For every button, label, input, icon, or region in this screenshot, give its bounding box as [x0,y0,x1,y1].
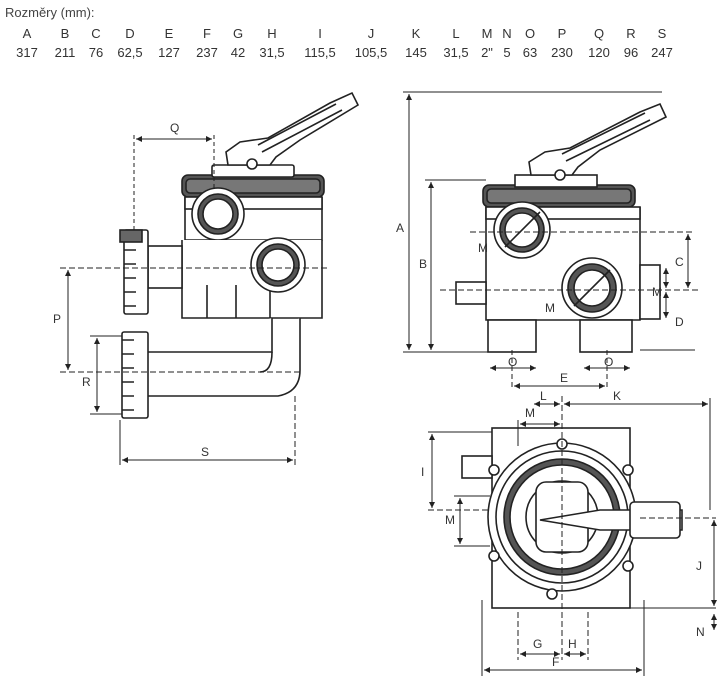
dimension-value: 2" [481,45,493,60]
dimension-letter: Q [593,26,605,41]
dimension-value: 31,5 [443,45,469,60]
dimensions-title: Rozměry (mm): [5,5,95,20]
side-view-dimension-lines [60,135,330,465]
front-view-dimension-lines [403,91,700,390]
label-J: J [696,559,702,573]
side-view-valve [119,91,360,419]
label-M: M [545,301,555,315]
dimension-letter: B [60,26,70,41]
dimension-letter: F [203,26,211,41]
dimension-value: 230 [551,45,573,60]
dimension-letter: C [91,26,101,41]
label-H: H [568,637,577,651]
label-E: E [560,371,568,385]
dimension-values-row: 317 211 76 62,5 127 237 42 31,5 115,5 10… [0,45,680,64]
dimension-value: 115,5 [304,45,336,60]
dimension-letter: H [267,26,277,41]
label-F: F [552,655,559,669]
front-view-valve [455,102,668,353]
label-Q: Q [170,121,179,135]
dimension-letter: I [318,26,322,41]
dimension-value: 237 [196,45,218,60]
dimension-value: 211 [54,45,76,60]
dimension-letter: R [626,26,636,41]
label-K: K [613,389,621,403]
dimension-value: 317 [16,45,38,60]
top-view-dimension-lines [428,396,717,676]
dimension-letter: E [164,26,174,41]
dimension-value: 96 [623,45,639,60]
label-M: M [652,285,662,299]
dimension-value: 42 [230,45,246,60]
label-L: L [540,389,547,403]
label-D: D [675,315,684,329]
dimension-letter: L [452,26,460,41]
label-O: O [604,355,613,369]
dimension-letter: S [657,26,667,41]
dimension-letter: M [481,26,493,41]
dimension-value: 62,5 [117,45,143,60]
dimension-value: 120 [588,45,610,60]
dimension-letter: N [502,26,512,41]
label-G: G [533,637,542,651]
label-M: M [478,241,488,255]
label-P: P [53,312,61,326]
dimension-letter: P [557,26,567,41]
label-A: A [396,221,404,235]
dimension-value: 63 [522,45,538,60]
label-B: B [419,257,427,271]
dimension-value: 5 [503,45,511,60]
dimension-letter: D [125,26,135,41]
dimension-letter: A [22,26,32,41]
dimension-letter: J [367,26,375,41]
label-I: I [421,465,424,479]
label-O: O [508,355,517,369]
label-M: M [525,406,535,420]
dimension-value: 145 [405,45,427,60]
dimension-value: 105,5 [354,45,388,60]
label-R: R [82,375,91,389]
dimension-value: 127 [158,45,180,60]
dimensions-table: A B C D E F G H I J K L M N O P Q R S 31… [0,26,680,64]
label-S: S [201,445,209,459]
label-M: M [445,513,455,527]
dimension-letters-row: A B C D E F G H I J K L M N O P Q R S [0,26,680,45]
label-N: N [696,625,705,639]
dimension-value: 76 [88,45,104,60]
dimension-value: 247 [651,45,673,60]
dimension-letter: O [524,26,536,41]
label-C: C [675,255,684,269]
dimension-value: 31,5 [259,45,285,60]
dimension-letter: G [232,26,244,41]
dimension-letter: K [411,26,421,41]
